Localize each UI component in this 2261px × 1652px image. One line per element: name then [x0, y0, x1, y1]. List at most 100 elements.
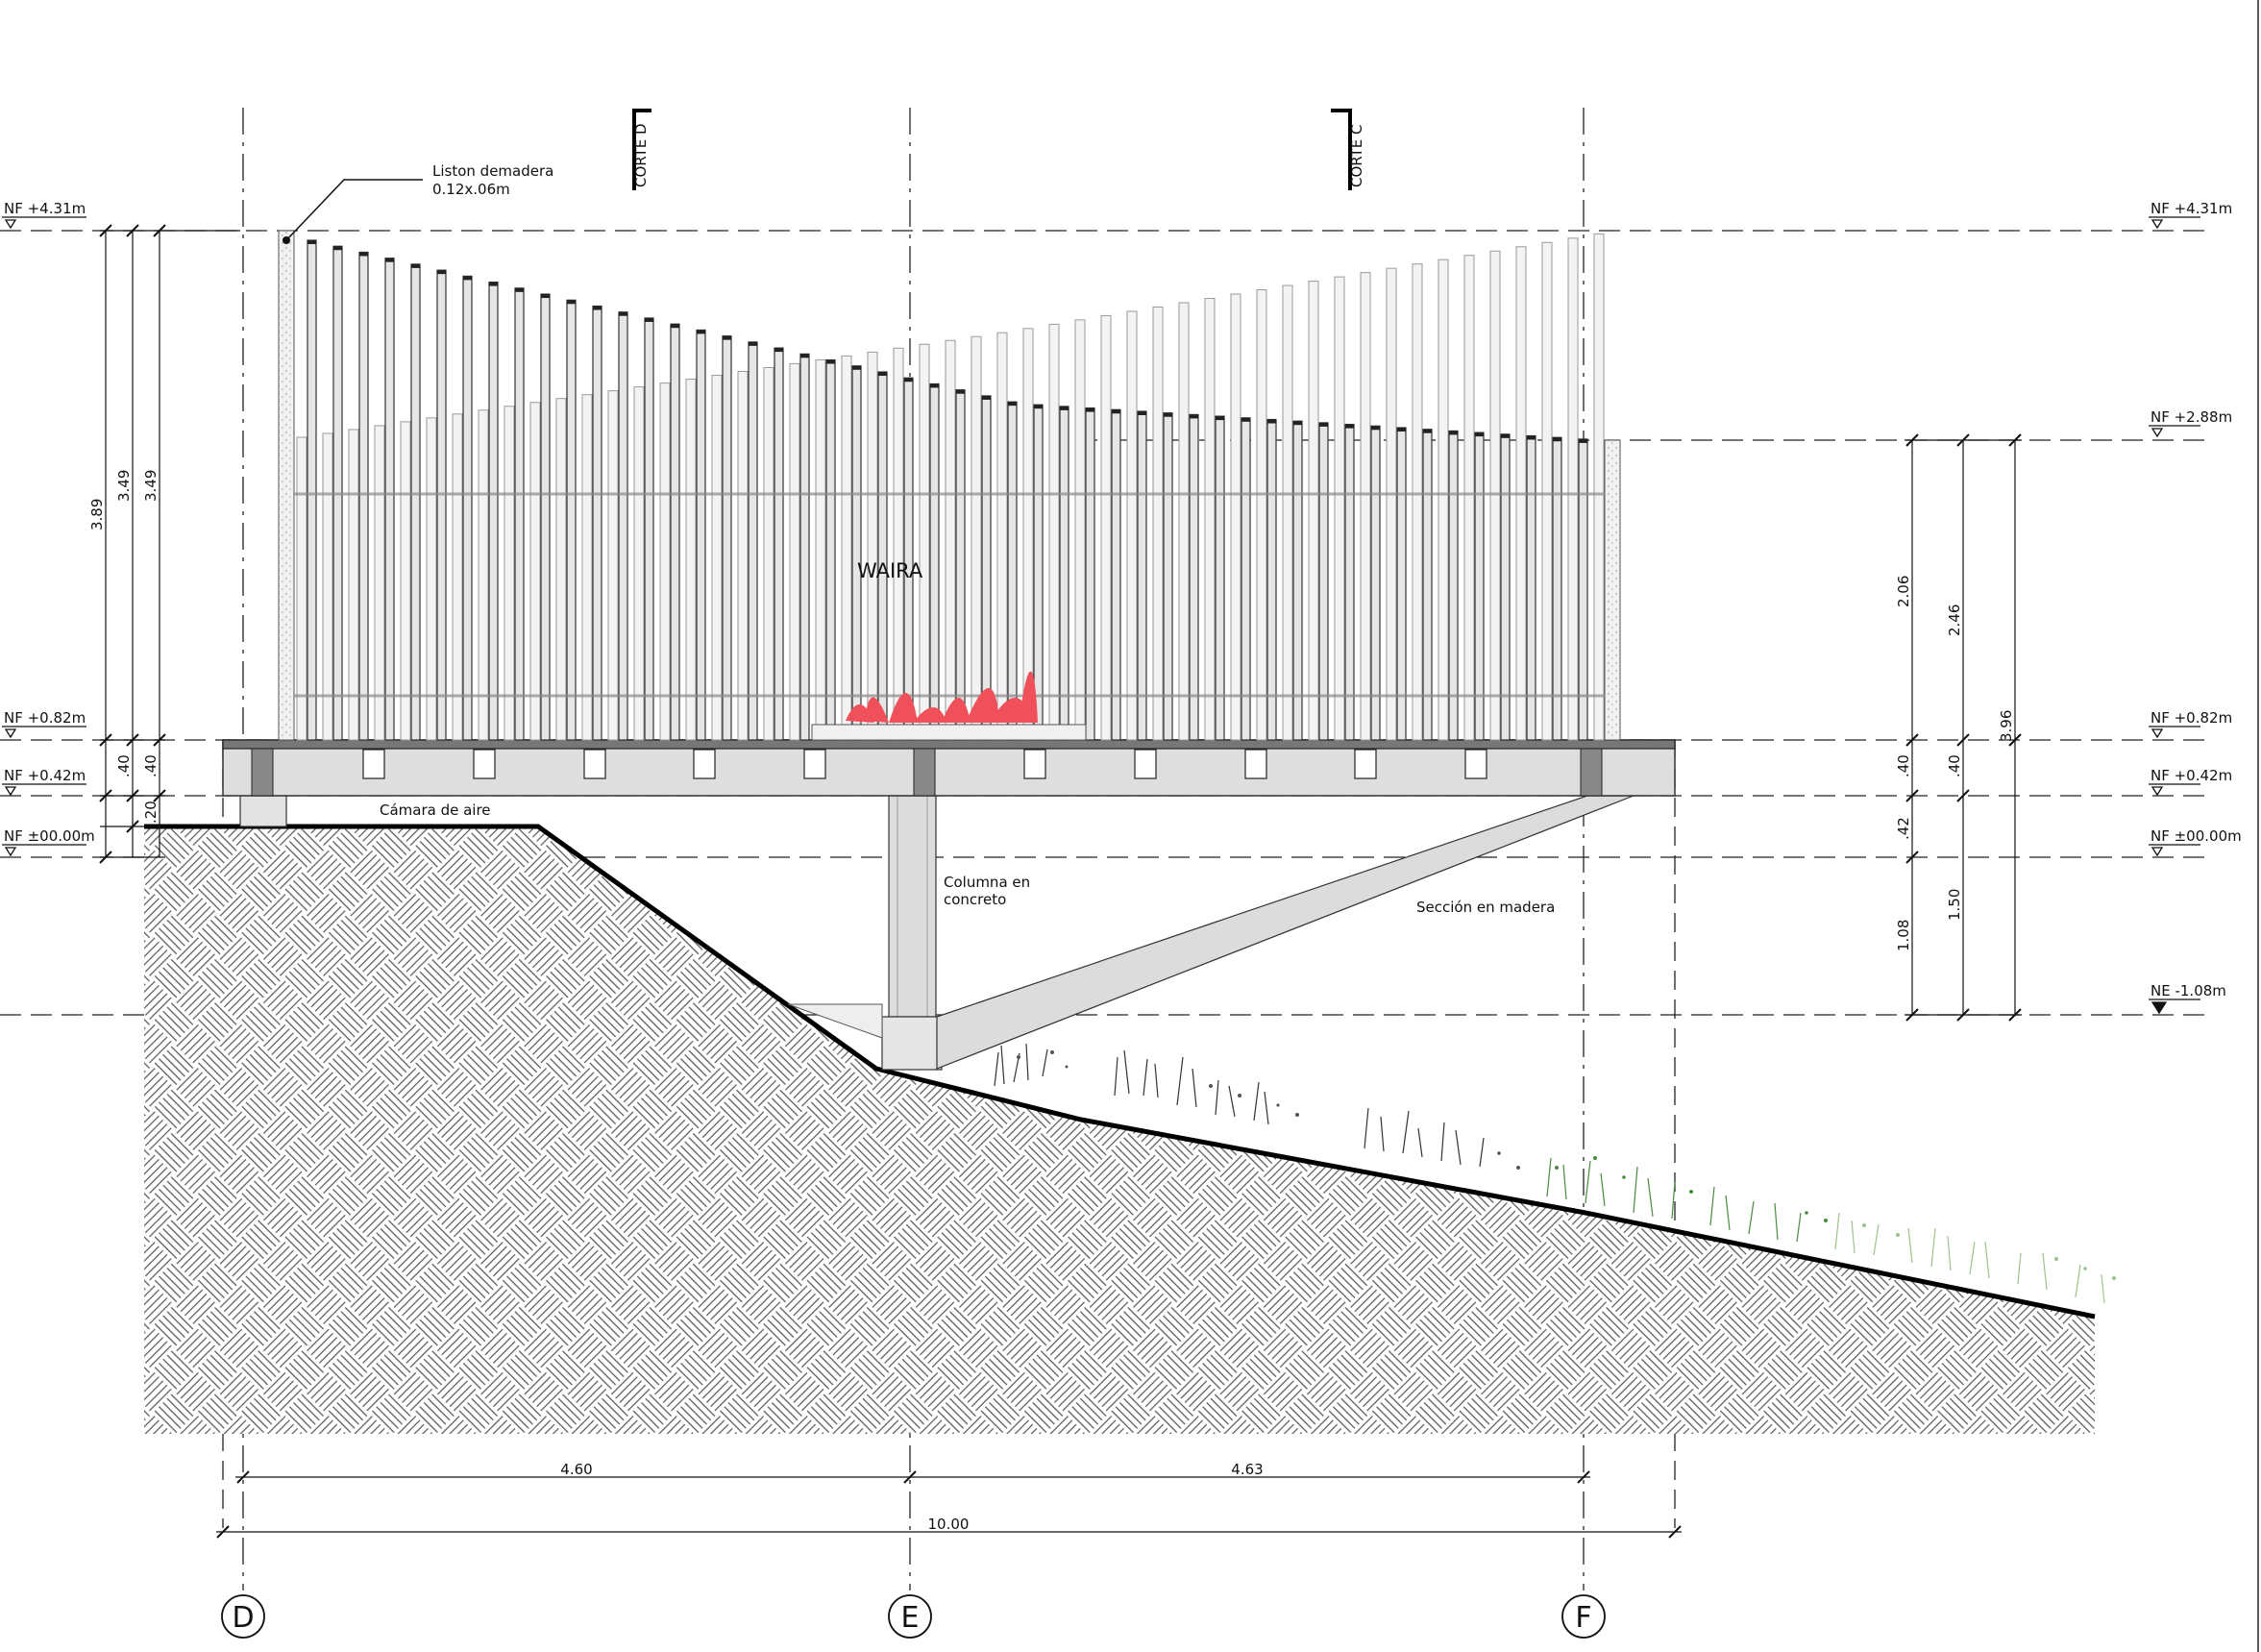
slat-cap [930, 383, 939, 388]
front-slat [1137, 410, 1147, 741]
dim-right-396: 3.96 [1998, 710, 2015, 742]
back-slat [789, 362, 800, 741]
back-slat [893, 347, 904, 741]
slat-cap [1267, 419, 1276, 424]
liston-note-line2: 0.12x.06m [432, 181, 510, 198]
back-slat [504, 406, 515, 741]
front-slat [774, 347, 784, 741]
back-slat [1204, 298, 1216, 741]
slat-cap [333, 246, 342, 251]
fire-pit [811, 671, 1087, 741]
front-slat [1474, 431, 1485, 741]
back-slat [1541, 241, 1553, 741]
dim-right-40a: .40 [1895, 754, 1912, 777]
back-slat [478, 409, 489, 741]
corte-d-label: CORTE D [632, 123, 650, 187]
slat-cap [904, 378, 913, 382]
level-nf-082-right: NF +0.82m [2150, 709, 2232, 727]
slat-cap [1138, 411, 1146, 416]
front-slat [1215, 415, 1225, 741]
back-slat [867, 351, 878, 741]
back-slat [529, 402, 541, 741]
concrete-column [787, 795, 943, 1071]
front-slat [566, 299, 577, 741]
front-slat [1085, 407, 1095, 741]
back-slat [1412, 263, 1423, 741]
back-slat [1463, 255, 1475, 741]
slat-cap [437, 270, 446, 275]
slat-cap [1553, 437, 1561, 442]
level-nf-042-left: NF +0.42m [4, 767, 86, 784]
level-nf-042-right: NF +0.42m [2150, 767, 2232, 784]
front-slat [1292, 420, 1303, 741]
front-slat [929, 382, 940, 741]
section-cut-markers [632, 109, 1352, 190]
axis-bubbles [221, 1594, 1606, 1639]
back-slat [841, 355, 852, 741]
back-slat [607, 390, 619, 741]
deck-slab [222, 739, 1676, 797]
front-slat [307, 239, 317, 741]
front-slat [877, 371, 888, 741]
front-slat [955, 389, 966, 741]
fence-rails [294, 492, 1605, 698]
liston-leader-dot [283, 236, 290, 244]
back-slat [322, 432, 333, 741]
level-nf-431-right: NF +4.31m [2150, 200, 2232, 217]
front-slat [1396, 427, 1407, 741]
back-slat [1230, 293, 1241, 741]
back-slat [1386, 267, 1397, 741]
axis-label-f: F [1575, 1601, 1591, 1635]
back-slat [815, 358, 826, 741]
front-slat [670, 323, 680, 741]
back-slat [296, 436, 307, 741]
slat-cap [645, 317, 653, 322]
slat-cap [878, 372, 887, 377]
seccion-note: Sección en madera [1416, 899, 1555, 916]
back-slat [374, 425, 385, 741]
slat-cap [1008, 402, 1017, 407]
slat-cap [1060, 406, 1069, 410]
front-slat [1448, 430, 1459, 741]
front-slat [1422, 429, 1433, 741]
slat-cap [723, 335, 731, 340]
slat-cap [982, 395, 991, 400]
front-slat [462, 275, 473, 741]
slat-cap [1423, 429, 1432, 433]
front-slat [384, 258, 395, 741]
slat-cap [671, 324, 679, 329]
slat-cap [697, 330, 705, 334]
right-dimension-lines [1905, 433, 2022, 1022]
slat-cap [1086, 407, 1094, 412]
slat-cap [852, 365, 861, 370]
front-slat [1266, 418, 1277, 741]
slat-cap [1319, 422, 1328, 427]
slat-cap [1216, 416, 1224, 421]
back-slat [659, 382, 671, 741]
slat-cap [1293, 421, 1302, 426]
camara-note: Cámara de aire [380, 801, 491, 819]
back-slat [1152, 306, 1164, 741]
axis-label-e: E [901, 1601, 920, 1635]
slat-cap [1449, 431, 1458, 435]
dim-left-20: .20 [142, 801, 160, 824]
front-slat [1007, 401, 1018, 741]
slat-cap [800, 354, 809, 358]
level-nf-288-right: NF +2.88m [2150, 408, 2232, 426]
slat-cap [541, 294, 550, 299]
slat-cap [489, 282, 498, 286]
dim-right-40b: .40 [1946, 754, 1963, 777]
slat-cap [1397, 428, 1406, 432]
front-slat [540, 293, 551, 741]
dim-left-40a: .40 [115, 754, 133, 777]
back-slat [1100, 314, 1112, 741]
back-slat [971, 335, 982, 741]
slat-cap [774, 348, 783, 353]
level-nf-000-left: NF ±00.00m [4, 827, 95, 845]
front-slat [488, 281, 499, 741]
back-slat [452, 413, 463, 741]
dim-bottom-1000: 10.00 [928, 1516, 970, 1533]
slat-cap [411, 263, 420, 268]
slat-cap [1190, 414, 1198, 419]
slat-cap [515, 287, 524, 292]
